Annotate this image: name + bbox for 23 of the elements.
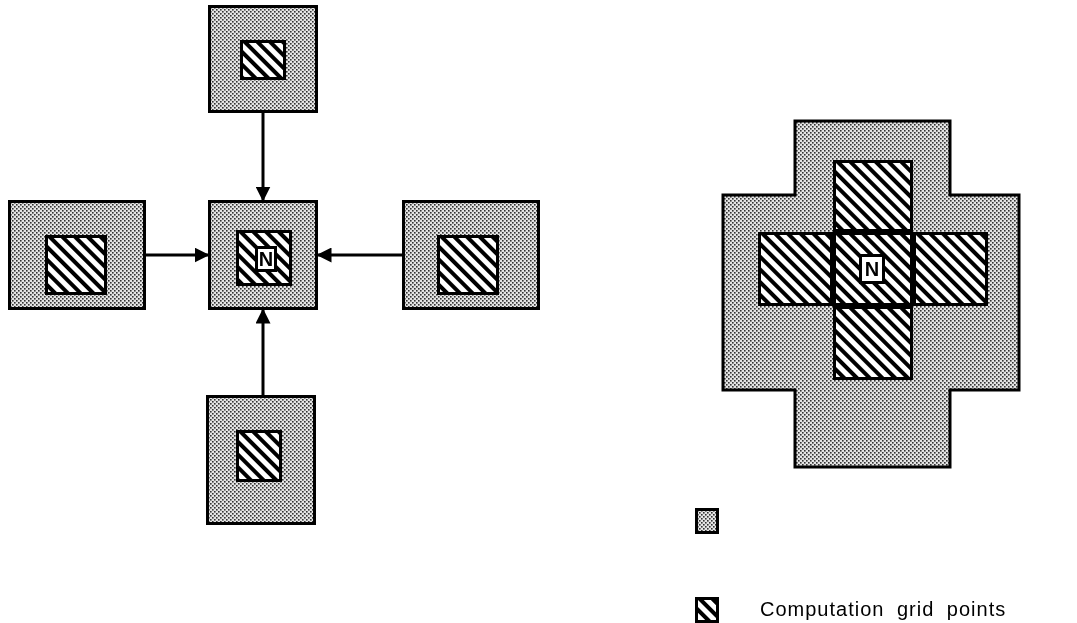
node-box: N bbox=[859, 254, 885, 284]
dotted-square bbox=[206, 395, 316, 525]
hatched-square bbox=[758, 232, 833, 306]
arrow bbox=[316, 247, 402, 263]
hatched-square bbox=[45, 235, 107, 295]
arrow bbox=[146, 247, 210, 263]
dotted-square bbox=[402, 200, 540, 310]
hatched-square bbox=[833, 306, 913, 380]
hatched-square bbox=[833, 160, 913, 232]
node-box: N bbox=[255, 246, 277, 272]
hatched-square bbox=[240, 40, 286, 80]
arrow bbox=[255, 308, 271, 395]
hatched-square bbox=[437, 235, 499, 295]
hatched-square bbox=[236, 430, 282, 482]
dotted-square bbox=[8, 200, 146, 310]
hatched-square bbox=[236, 230, 292, 286]
dotted-square bbox=[208, 5, 318, 113]
legend-label: Computation grid points bbox=[760, 598, 1007, 621]
hatched-square bbox=[833, 232, 913, 306]
hatched-square bbox=[913, 232, 988, 306]
arrow bbox=[255, 113, 271, 202]
cross-shaped-region bbox=[722, 120, 1020, 468]
dotted-square bbox=[208, 200, 318, 310]
